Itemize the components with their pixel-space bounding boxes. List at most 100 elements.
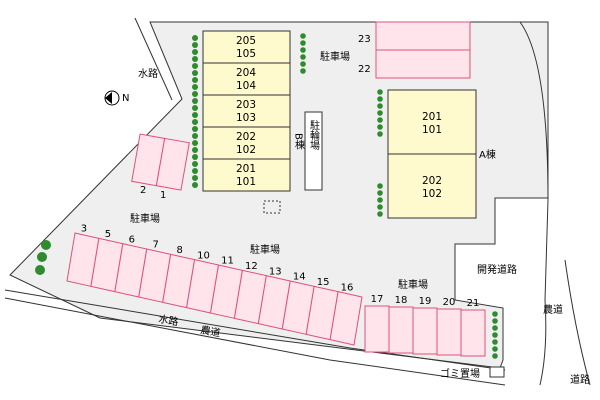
tree — [192, 49, 198, 55]
unit-number: 105 — [236, 48, 256, 60]
parking-top-right — [375, 21, 471, 79]
parking-number: 1 — [160, 190, 166, 201]
tree — [377, 190, 383, 196]
parking-stall — [364, 305, 390, 353]
tree — [192, 161, 198, 167]
parking-number: 19 — [419, 296, 432, 307]
tree — [300, 61, 306, 67]
parking-number: 14 — [293, 272, 306, 283]
garbage-station — [489, 366, 505, 378]
parking-number: 5 — [105, 229, 111, 240]
parking-label: 駐車場 — [250, 243, 280, 256]
tree — [377, 204, 383, 210]
parking-number: 21 — [467, 298, 480, 309]
tree — [492, 311, 498, 317]
unit-number: 202 — [236, 131, 256, 143]
tree — [192, 105, 198, 111]
tree — [377, 131, 383, 137]
tree — [192, 35, 198, 41]
parking-number: 20 — [443, 297, 456, 308]
tree — [192, 175, 198, 181]
tree — [300, 40, 306, 46]
tree — [377, 96, 383, 102]
unit-number: 201 — [236, 163, 256, 175]
unit-number: 203 — [236, 99, 256, 111]
tree — [192, 112, 198, 118]
tree — [192, 42, 198, 48]
tree — [300, 54, 306, 60]
garbage-label: ゴミ置場 — [440, 367, 480, 380]
tree — [35, 265, 45, 275]
tree — [192, 98, 198, 104]
tree — [192, 154, 198, 160]
unit-number: 201 — [422, 111, 442, 123]
tree — [300, 47, 306, 53]
parking-number: 13 — [269, 266, 282, 277]
parking-stall — [460, 309, 486, 357]
parking-stall — [412, 307, 438, 355]
tree — [492, 318, 498, 324]
parking-label: 駐車場 — [130, 212, 160, 225]
waterway-line — [134, 17, 173, 101]
tree — [192, 91, 198, 97]
parking-right-row: 17 18 19 20 21 — [364, 294, 486, 357]
road-edge-line — [4, 289, 506, 371]
parking-stall — [329, 291, 363, 346]
tree — [377, 103, 383, 109]
bike-parking — [304, 111, 323, 191]
dev-road-label: 開発道路 — [477, 263, 517, 276]
farm-road-line — [564, 259, 591, 386]
waterway-label: 水路 — [138, 67, 158, 80]
unit-number: 104 — [236, 80, 256, 92]
compass-icon — [104, 90, 120, 106]
compass-north-label: N — [122, 93, 129, 104]
unit-number: 101 — [236, 176, 256, 188]
parking-number: 7 — [153, 240, 159, 251]
tree — [192, 63, 198, 69]
unit-number: 202 — [422, 175, 442, 187]
tree — [41, 240, 51, 250]
parking-number: 8 — [176, 245, 182, 256]
tree — [492, 353, 498, 359]
tree — [192, 126, 198, 132]
tree — [192, 182, 198, 188]
tree — [192, 56, 198, 62]
tree — [192, 70, 198, 76]
parking-number: 17 — [371, 294, 384, 305]
parking-stall — [436, 308, 462, 356]
tree — [300, 68, 306, 74]
tree — [377, 117, 383, 123]
waterway-label: 水路 — [157, 312, 179, 328]
building-a-label: A棟 — [479, 148, 496, 161]
unit-number: 102 — [236, 144, 256, 156]
parking-number: 15 — [317, 277, 330, 288]
parking-label: 駐車場 — [320, 50, 350, 63]
parking-number: 23 — [358, 34, 371, 45]
farm-road-label: 農道 — [199, 323, 221, 339]
parking-number: 3 — [81, 224, 87, 235]
tree — [377, 110, 383, 116]
parking-number: 12 — [245, 261, 258, 272]
tree — [492, 332, 498, 338]
parking-stall — [388, 306, 414, 354]
unit-number: 102 — [422, 188, 442, 200]
farm-road-line — [519, 21, 549, 386]
road-label: 道路 — [570, 373, 590, 386]
building-b-label: B棟 — [293, 133, 305, 151]
bike-parking-label: 駐輪場 — [308, 119, 320, 151]
unit-number: 103 — [236, 112, 256, 124]
road-edge-line — [4, 297, 506, 386]
tree — [192, 119, 198, 125]
tree — [192, 84, 198, 90]
tree — [300, 33, 306, 39]
tree — [192, 133, 198, 139]
dashed-area — [263, 200, 281, 214]
unit-number: 101 — [422, 124, 442, 136]
tree — [37, 252, 47, 262]
tree — [492, 325, 498, 331]
parking-number: 18 — [395, 295, 408, 306]
